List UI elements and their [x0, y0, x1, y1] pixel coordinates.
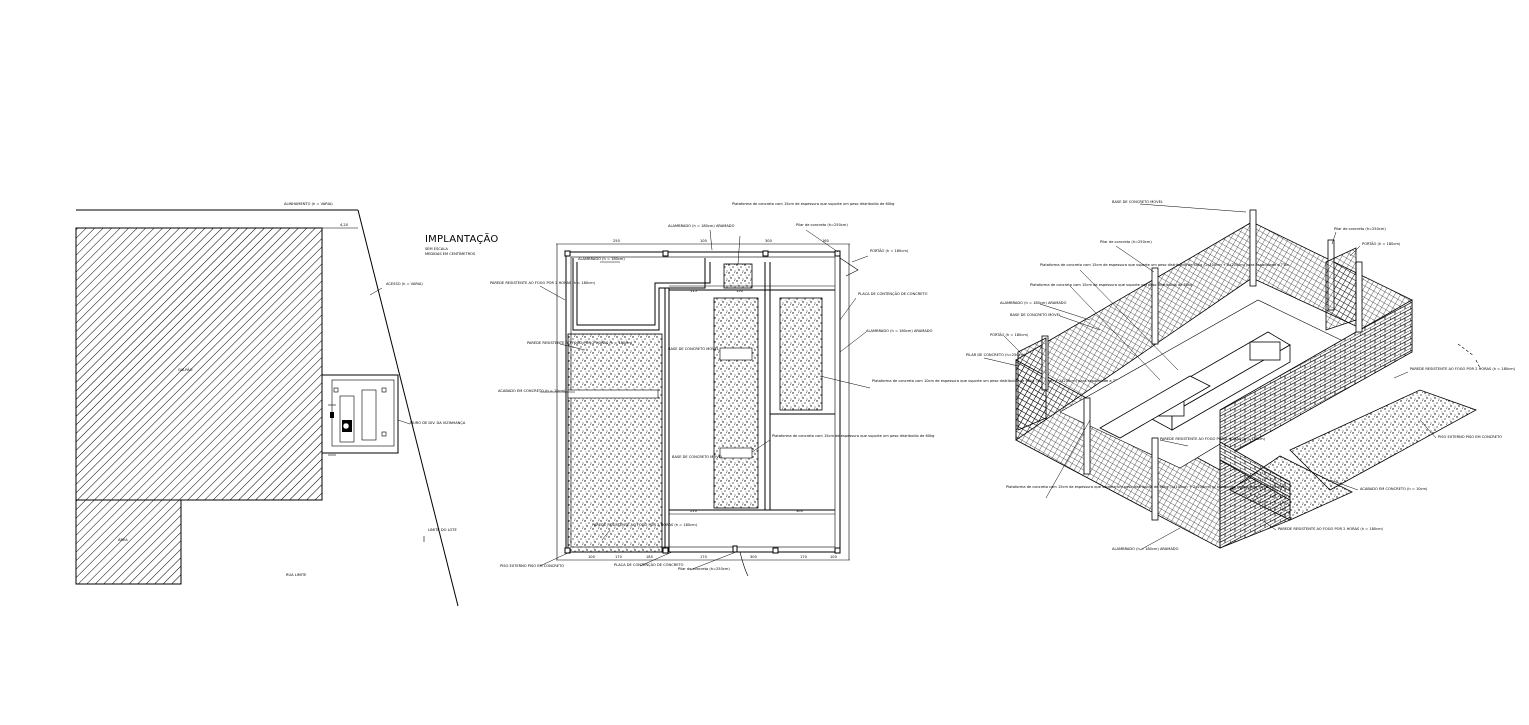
- lower-block-label: ÁREA: [118, 537, 128, 542]
- fp-label-acabado: ACABADO EM CONCRETO (h = 10cm): [498, 389, 566, 393]
- fp-dim-inner-3: 300: [796, 509, 804, 513]
- site-plan: ALINHAMENTO (h = VARIA) 4,20 GALPÃO ÁREA…: [75, 202, 498, 607]
- iso-label-plataforma-a: Plataforma de concreto com 15cm de espes…: [1040, 263, 1289, 267]
- fp-label-plataforma-right: Plataforma de concreto com 10cm de espes…: [872, 379, 1121, 383]
- fp-label-alambrado-top: ALAMBRADO (h = 180cm): [578, 257, 625, 261]
- iso-label-plataforma-b: Plataforma de concreto com 15cm de espes…: [1030, 283, 1192, 287]
- concrete-pad-front: [1229, 455, 1353, 521]
- fp-label-parede-left: PAREDE RESISTENTE AO FOGO POR 2 HORAS (h…: [490, 281, 596, 285]
- slab-top: [723, 263, 753, 289]
- fp-label-placa-bottom: PLACA DE CONTENÇÃO DE CONCRETO: [614, 562, 684, 567]
- lower-block-hatched: [75, 499, 182, 585]
- fp-dim-top-1: 100: [700, 239, 708, 243]
- iso-label-pilar-b: Pilar de concreto (h=250cm): [1334, 227, 1386, 231]
- iso-label-pilar-c: PILAR DE CONCRETO (h=250cm): [966, 353, 1026, 357]
- fp-label-base-mid: BASE DE CONCRETO MÓVEL: [668, 346, 719, 351]
- slab-right: [779, 297, 823, 411]
- fp-dim-bottom-2: 185: [646, 555, 653, 559]
- iso-label-parede-bottom: PAREDE RESISTENTE AO FOGO POR 2 HORAS (h…: [1278, 527, 1384, 531]
- fp-dim-inner-1: 150: [736, 289, 744, 293]
- fp-dim-bottom-0: 100: [588, 555, 596, 559]
- fp-dim-bottom-1: 170: [615, 555, 623, 559]
- fp-dim-top-2: 300: [765, 239, 773, 243]
- fp-label-plataforma-top: Plataforma de concreto com 15cm de espes…: [732, 202, 894, 206]
- site-plan-title: IMPLANTAÇÃO: [425, 232, 498, 245]
- fp-label-plataforma-mid: Plataforma de concreto com 15cm de espes…: [772, 434, 934, 438]
- site-top-label: ALINHAMENTO (h = VARIA): [284, 202, 333, 206]
- fp-label-alambrado-top2: ALAMBRADO (h = 180cm) ARAMADO: [668, 224, 735, 228]
- fp-dim-bottom-5: 170: [800, 555, 808, 559]
- iso-label-portao-a: PORTÃO (h = 180cm): [1362, 241, 1401, 246]
- iso-label-parede-right: PAREDE RESISTENTE AO FOGO POR 2 HORAS (h…: [1410, 367, 1516, 371]
- fp-dim-bottom-3: 170: [700, 555, 708, 559]
- fp-label-piso-bottom: PISO EXTERNO PISO EM CONCRETO: [500, 564, 564, 568]
- iso-label-alambrado-bottom: ALAMBRADO (h = 180cm) ARAMADO: [1112, 547, 1179, 551]
- site-right-label-2: MURO DE DIV. DA VIZINHANÇA: [410, 421, 466, 425]
- site-dim-top: 4,20: [340, 223, 349, 227]
- fp-label-placa-right: PLACA DE CONTENÇÃO DE CONCRETO: [858, 291, 928, 296]
- iso-label-portao-b: PORTÃO (h = 180cm): [990, 332, 1029, 337]
- iso-label-parede-mid: PAREDE RESISTENTE AO FOGO POR 2 HORAS (h…: [1160, 437, 1266, 441]
- iso-label-alambrado-a: ALAMBRADO (h = 180cm) ARAMADO: [1000, 301, 1067, 305]
- site-right-label-1: ACESSO (h = VARIA): [386, 282, 423, 286]
- floor-plan: 250 100 300 160 115 150 210 300 100 170 …: [490, 202, 1121, 577]
- site-plan-subtitle-2: MEDIDAS EM CENTÍMETROS: [425, 251, 476, 256]
- slab-center: [713, 297, 759, 509]
- fp-dim-bottom-6: 100: [830, 555, 838, 559]
- fp-label-alambrado-right: ALAMBRADO (h = 180cm) ARAMADO: [866, 329, 933, 333]
- fp-label-portao-top: PORTÃO (h = 180cm): [870, 248, 909, 253]
- site-right-label-3: LIMITE DO LOTE: [428, 528, 457, 532]
- isometric-view: BASE DE CONCRETO MÓVEL Pilar de concreto…: [966, 199, 1516, 551]
- fp-label-parede-left2: PAREDE RESISTENTE AO FOGO POR 2 HORAS (h…: [527, 341, 633, 345]
- iso-label-pilar-a: Pilar de concreto (h=250cm): [1100, 240, 1152, 244]
- fp-label-parede-bottom: PAREDE RESISTENTE AO FOGO POR 2 HORAS (h…: [592, 523, 698, 527]
- site-bottom-label: RUA LIMITE: [286, 573, 307, 577]
- fp-dim-top-0: 250: [613, 239, 621, 243]
- iso-label-base-left: BASE DE CONCRETO MÓVEL: [1010, 312, 1061, 317]
- building-hatched: [75, 227, 323, 501]
- site-plan-subtitle-1: SEM ESCALA: [425, 247, 448, 251]
- fp-label-pilar-top: Pilar de concreto (h=250cm): [796, 223, 848, 227]
- iso-label-base-top: BASE DE CONCRETO MÓVEL: [1112, 199, 1163, 204]
- fp-label-base-lower: BASE DE CONCRETO MÓVEL: [672, 454, 723, 459]
- iso-label-plataforma-c: Plataforma de concreto com 15cm de espes…: [1006, 485, 1286, 489]
- iso-label-acabado: ACABADO EM CONCRETO (h = 10cm): [1360, 487, 1428, 491]
- slab-left: [567, 333, 663, 553]
- fp-dim-inner-0: 115: [690, 289, 697, 293]
- iso-label-piso-right: PISO EXTERNO PISO EM CONCRETO: [1438, 435, 1502, 439]
- fp-dim-inner-2: 210: [690, 509, 698, 513]
- plan-inset: [321, 374, 399, 456]
- fp-dim-bottom-4: 300: [750, 555, 758, 559]
- fp-label-pilar-bottom: Pilar de concreto (h=250cm): [678, 567, 730, 571]
- fp-dim-top-3: 160: [822, 239, 830, 243]
- building-label: GALPÃO: [178, 367, 193, 372]
